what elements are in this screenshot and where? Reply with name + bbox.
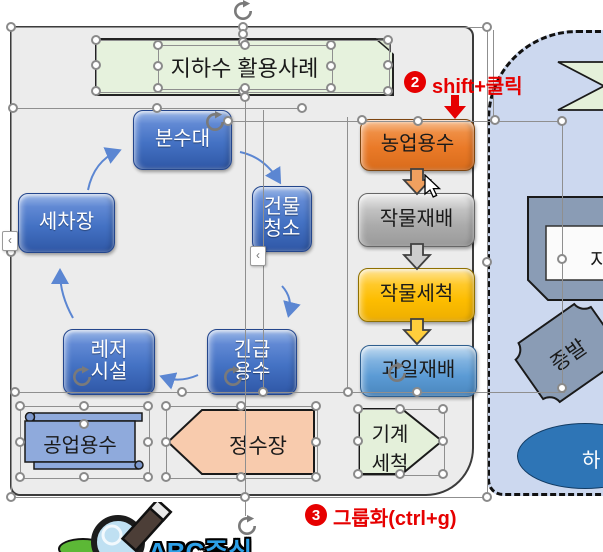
- logo-magnifier-pencil-icon: [91, 502, 173, 552]
- cycle-node-emergency-water[interactable]: 긴급 용수: [207, 329, 297, 395]
- shape-purification-plant-pentagon[interactable]: 정수장: [166, 408, 316, 476]
- step2-badge: 2: [404, 71, 426, 93]
- selection-handle[interactable]: [482, 22, 492, 32]
- cycle-node-building-cleaning[interactable]: 건물 청소: [252, 186, 312, 252]
- chevron-shape[interactable]: [557, 61, 603, 111]
- mouse-cursor-icon: [424, 174, 442, 198]
- flow-node-agricultural-water[interactable]: 농업용수: [360, 119, 475, 171]
- frame-inner-label: 지: [590, 250, 603, 272]
- company-logo: ABC주식회사: [48, 496, 258, 552]
- cycle-node-fountain[interactable]: 분수대: [133, 110, 232, 170]
- title-label: 지하수 활용사례: [170, 56, 319, 81]
- plaque-shape[interactable]: 증발: [507, 296, 603, 411]
- cycle-node-car-wash[interactable]: 세차장: [18, 193, 115, 253]
- ellipse-label: 하: [582, 450, 601, 472]
- selection-handle[interactable]: [482, 492, 492, 502]
- cycle-node-leisure-facility[interactable]: 레저 시설: [63, 329, 155, 395]
- step2-label: shift+클릭: [432, 76, 523, 98]
- folded-corner-icon: [376, 38, 394, 54]
- shape-industrial-water-scroll[interactable]: 공업용수: [24, 411, 144, 470]
- flow-node-crop-washing[interactable]: 작물세척: [358, 268, 475, 322]
- title-shape[interactable]: 지하수 활용사례: [95, 38, 394, 96]
- logo-text: ABC주식회사: [148, 537, 253, 552]
- shape-machine-wash-pentagon[interactable]: 기계 세척: [358, 408, 444, 475]
- step3-badge: 3: [305, 504, 327, 526]
- rotation-handle-icon[interactable]: [232, 0, 254, 22]
- frame-shape[interactable]: [527, 196, 603, 302]
- step3-label: 그룹화(ctrl+g): [333, 508, 457, 530]
- collapse-left-button[interactable]: ‹: [2, 231, 18, 251]
- collapse-left-button[interactable]: ‹: [250, 246, 266, 266]
- flow-node-fruit-cultivation[interactable]: 과일재배: [360, 345, 477, 397]
- flow-node-crop-cultivation[interactable]: 작물재배: [358, 193, 475, 247]
